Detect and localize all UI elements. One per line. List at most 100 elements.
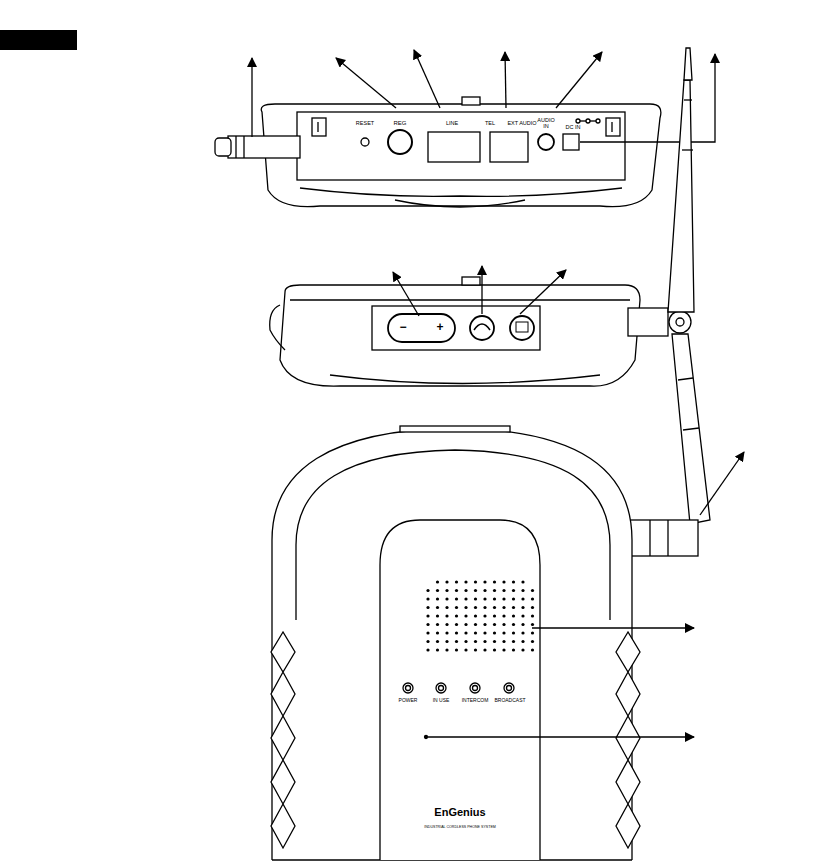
grille-dot — [483, 614, 486, 617]
grille-dot — [445, 648, 448, 651]
grille-dot — [455, 614, 458, 617]
grille-dot — [521, 631, 524, 634]
grille-dot — [493, 597, 496, 600]
grille-dot — [531, 597, 534, 600]
grille-dot — [531, 606, 534, 609]
grille-dot — [445, 614, 448, 617]
grille-dot — [436, 589, 439, 592]
button-symbol: + — [436, 321, 443, 334]
grille-dot — [502, 640, 505, 643]
grille-dot — [502, 580, 505, 583]
port-label: REG — [393, 120, 406, 127]
grille-dot — [502, 589, 505, 592]
grille-dot — [512, 631, 515, 634]
grille-dot — [521, 580, 524, 583]
indicator-label: IN USE — [433, 698, 450, 704]
grille-dot — [493, 648, 496, 651]
grille-dot — [464, 631, 467, 634]
grille-dot — [445, 631, 448, 634]
grille-dot — [512, 640, 515, 643]
grille-dot — [493, 606, 496, 609]
port-label: DC IN — [566, 124, 581, 130]
grille-dot — [512, 623, 515, 626]
grille-dot — [531, 640, 534, 643]
grille-dot — [464, 648, 467, 651]
grille-dot — [483, 648, 486, 651]
grille-dot — [483, 623, 486, 626]
indicator-label: POWER — [399, 698, 418, 704]
brand-tagline: INDUSTRIAL CORDLESS PHONE SYSTEM — [424, 826, 496, 830]
grille-dot — [512, 606, 515, 609]
grille-dot — [483, 589, 486, 592]
grille-dot — [483, 631, 486, 634]
grille-dot — [445, 589, 448, 592]
grille-dot — [464, 640, 467, 643]
grille-dot — [502, 648, 505, 651]
grille-dot — [512, 597, 515, 600]
grille-dot — [464, 597, 467, 600]
grille-dot — [502, 606, 505, 609]
grille-dot — [521, 614, 524, 617]
grille-dot — [521, 648, 524, 651]
grille-dot — [436, 640, 439, 643]
grille-dot — [455, 589, 458, 592]
grille-dot — [531, 648, 534, 651]
grille-dot — [521, 597, 524, 600]
grille-dot — [493, 589, 496, 592]
grille-dot — [474, 606, 477, 609]
grille-dot — [493, 631, 496, 634]
grille-dot — [464, 623, 467, 626]
grille-dot — [445, 606, 448, 609]
grille-dot — [474, 597, 477, 600]
grille-dot — [455, 597, 458, 600]
grille-dot — [521, 589, 524, 592]
grille-dot — [474, 623, 477, 626]
grille-dot — [531, 589, 534, 592]
grille-dot — [531, 614, 534, 617]
grille-dot — [483, 597, 486, 600]
grille-dot — [483, 580, 486, 583]
grille-dot — [493, 623, 496, 626]
grille-dot — [436, 631, 439, 634]
grille-dot — [474, 580, 477, 583]
grille-dot — [455, 640, 458, 643]
grille-dot — [493, 640, 496, 643]
grille-dot — [445, 597, 448, 600]
grille-dot — [436, 597, 439, 600]
grille-dot — [464, 614, 467, 617]
grille-dot — [512, 589, 515, 592]
grille-dot — [455, 648, 458, 651]
grille-dot — [512, 614, 515, 617]
grille-dot — [474, 614, 477, 617]
grille-dot — [493, 614, 496, 617]
grille-dot — [455, 606, 458, 609]
port-label: AUDIO IN — [537, 117, 555, 129]
grille-dot — [521, 640, 524, 643]
grille-dot — [436, 614, 439, 617]
grille-dot — [426, 597, 429, 600]
port-label: LINE — [446, 120, 458, 126]
grille-dot — [436, 648, 439, 651]
grille-dot — [455, 631, 458, 634]
grille-dot — [445, 640, 448, 643]
grille-dot — [521, 623, 524, 626]
grille-dot — [502, 631, 505, 634]
grille-dot — [426, 640, 429, 643]
grille-dot — [474, 631, 477, 634]
grille-dot — [474, 589, 477, 592]
grille-dot — [474, 640, 477, 643]
grille-dot — [531, 631, 534, 634]
grille-dot — [502, 623, 505, 626]
grille-dot — [464, 589, 467, 592]
port-label: EXT AUDIO — [507, 120, 536, 126]
grille-dot — [464, 606, 467, 609]
grille-dot — [483, 640, 486, 643]
grille-dot — [521, 606, 524, 609]
grille-dot — [436, 606, 439, 609]
grille-dot — [445, 623, 448, 626]
port-label: RESET — [356, 120, 374, 126]
grille-dot — [426, 648, 429, 651]
grille-dot — [512, 648, 515, 651]
grille-dot — [502, 614, 505, 617]
